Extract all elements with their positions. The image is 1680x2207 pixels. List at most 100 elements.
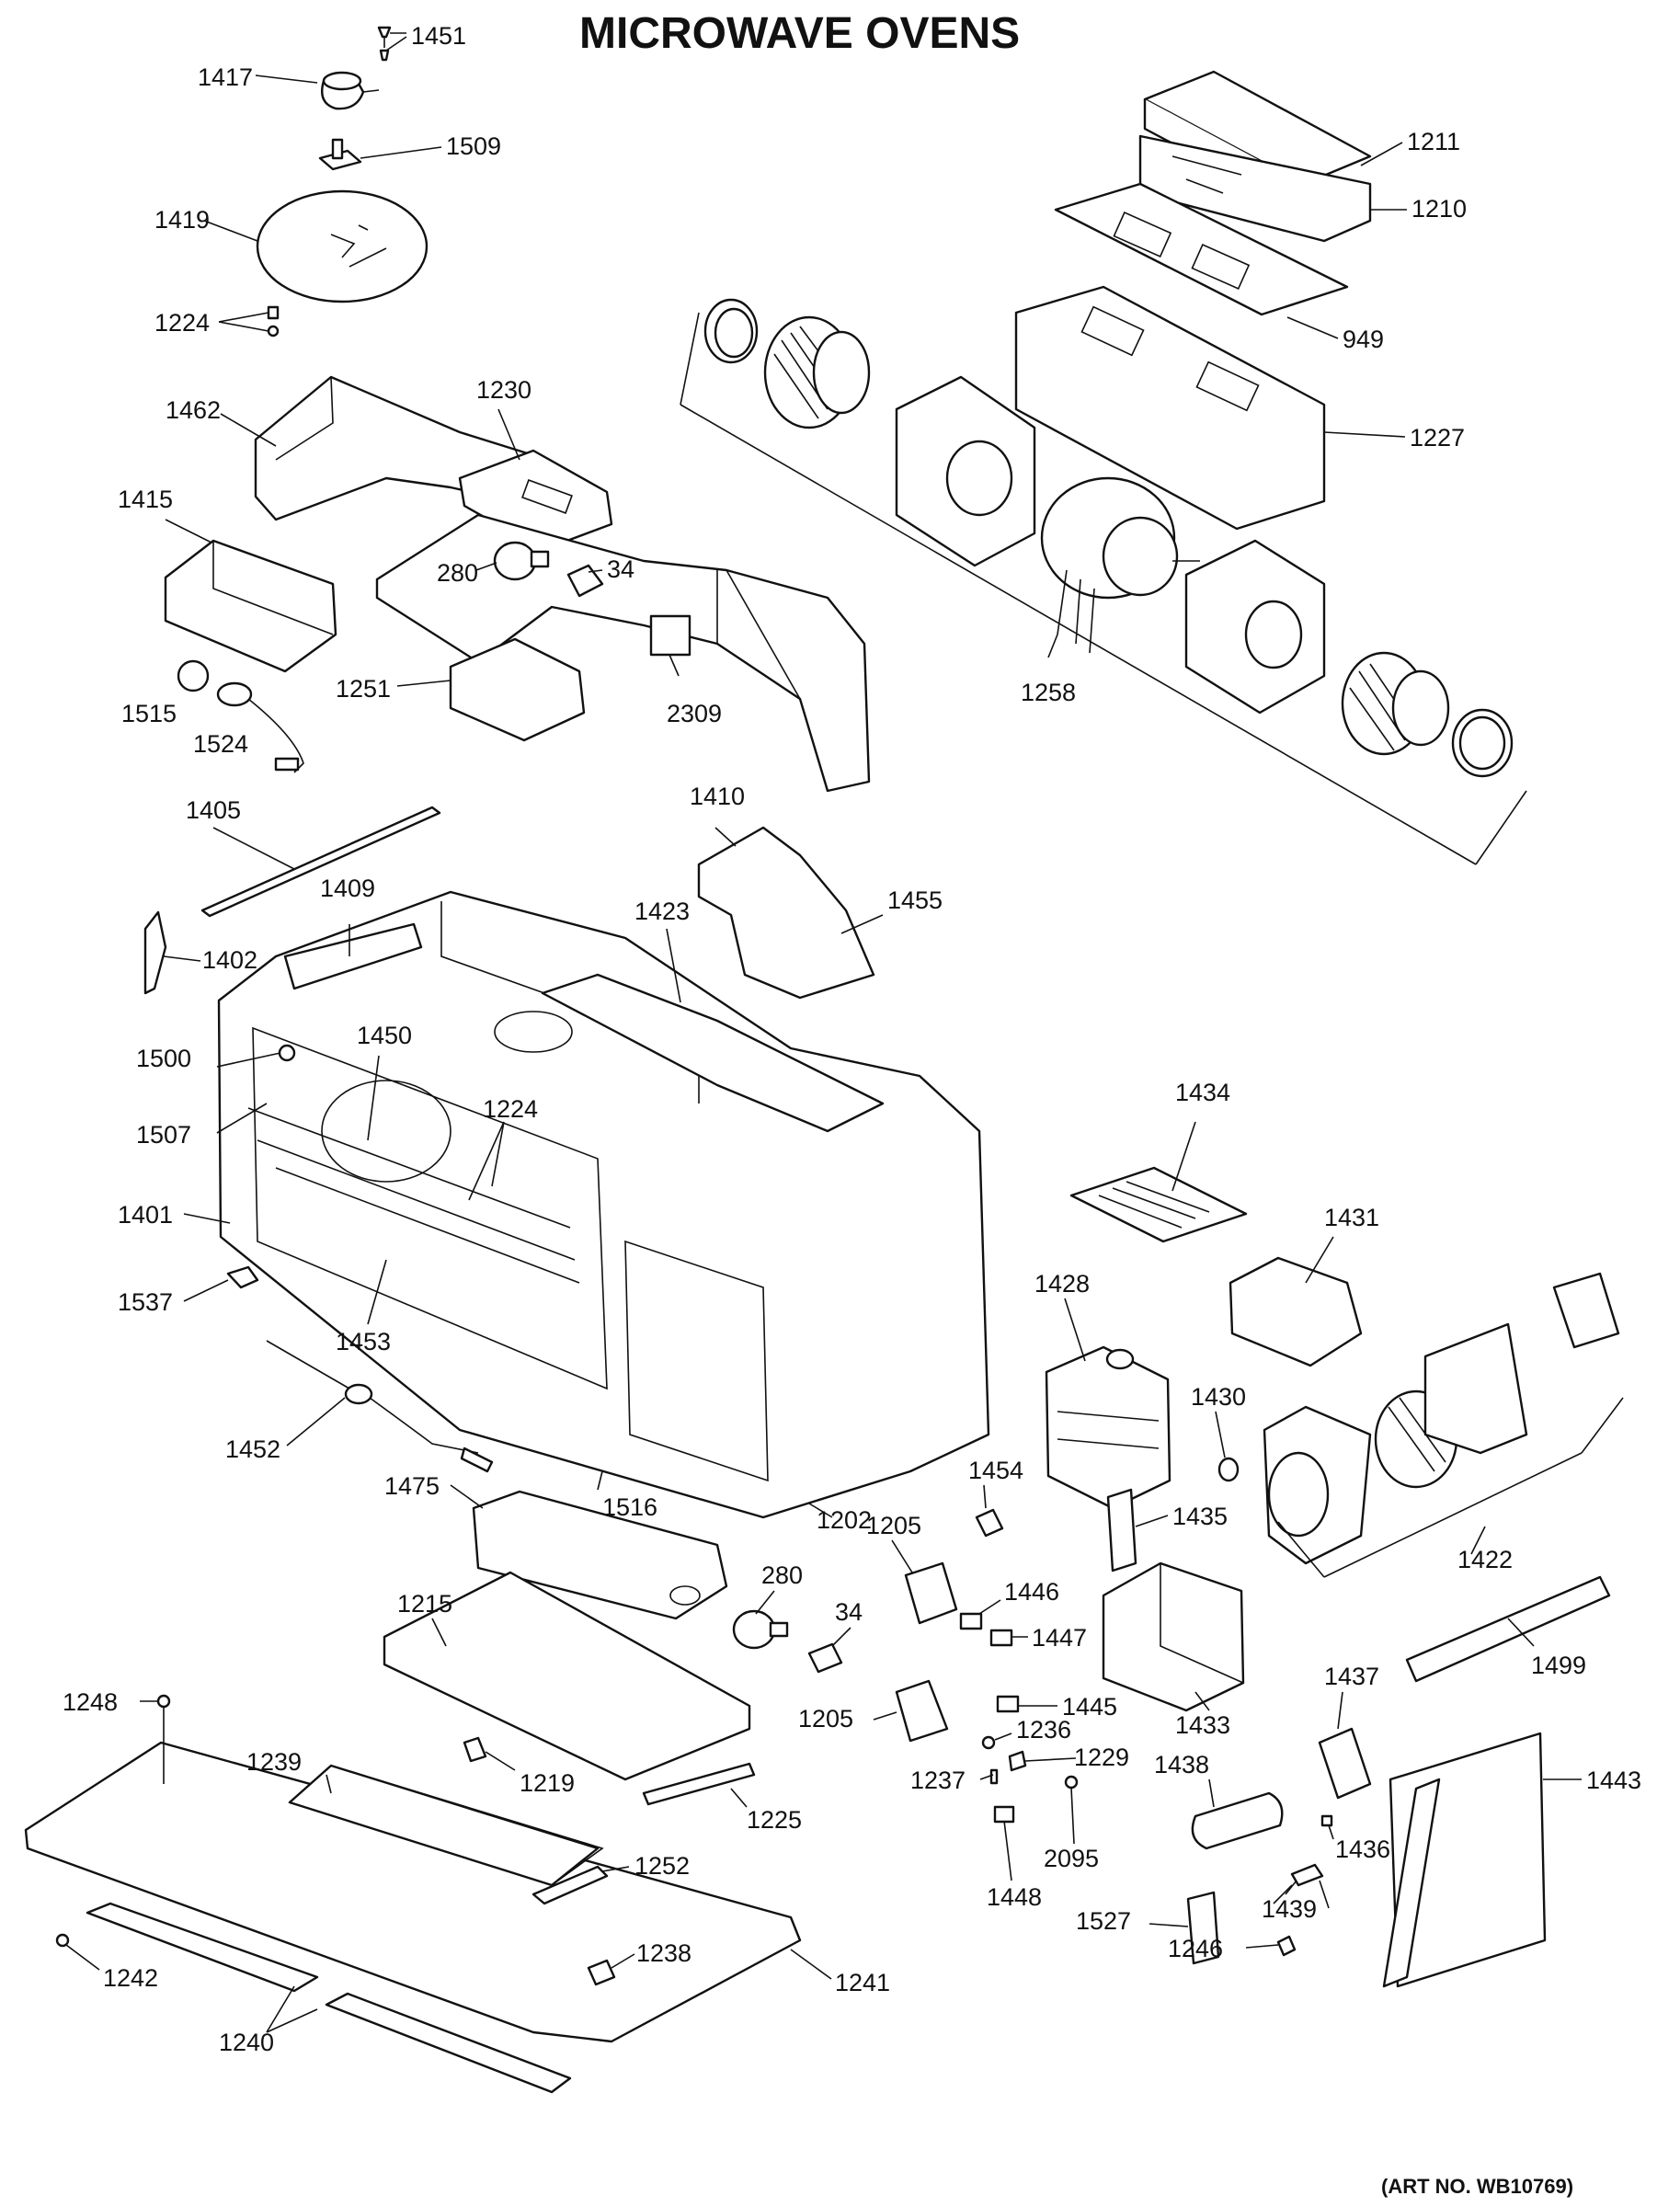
callout-1227: 1227 (1410, 424, 1465, 452)
screws-1451[interactable] (377, 26, 392, 62)
duct-1227[interactable] (1014, 285, 1326, 531)
cover-1423[interactable] (541, 973, 885, 1133)
callout-280-lower: 280 (761, 1561, 803, 1589)
callout-1524: 1524 (193, 730, 248, 758)
strip-1225[interactable] (642, 1762, 756, 1806)
callout-1445: 1445 (1062, 1693, 1117, 1721)
sensor-probe-1452[interactable] (266, 1340, 494, 1473)
switch-1446[interactable] (959, 1612, 983, 1630)
callout-34-top: 34 (607, 555, 634, 583)
screw-1242[interactable] (55, 1933, 70, 1948)
capacitor-1438[interactable] (1191, 1791, 1284, 1850)
part-1236[interactable] (981, 1735, 996, 1750)
latch-1238[interactable] (587, 1959, 616, 1986)
callout-1438: 1438 (1154, 1751, 1209, 1778)
cover-1475[interactable] (472, 1490, 728, 1620)
callout-1238: 1238 (636, 1939, 691, 1967)
callout-1224-cavity: 1224 (483, 1095, 538, 1123)
plate-949[interactable] (1054, 182, 1349, 316)
callout-1229: 1229 (1074, 1744, 1129, 1771)
blower-wheel-left[interactable] (763, 315, 871, 429)
callout-1237: 1237 (910, 1767, 966, 1794)
clip-1252[interactable] (531, 1865, 609, 1905)
callout-1202: 1202 (817, 1506, 872, 1534)
fan-assembly-1422[interactable] (1263, 1272, 1620, 1565)
switch-1515[interactable] (177, 659, 210, 692)
callout-1409: 1409 (320, 875, 375, 902)
blower-housing-left[interactable] (895, 375, 1036, 567)
callout-1454: 1454 (968, 1457, 1023, 1484)
bracket-1409[interactable] (283, 922, 423, 990)
lamp-socket-34[interactable] (566, 564, 604, 598)
cover-1230[interactable] (458, 449, 613, 552)
fuse-1430[interactable] (1217, 1457, 1240, 1482)
panel-1443[interactable] (1382, 1732, 1547, 1988)
callout-1452: 1452 (225, 1435, 280, 1463)
blower-housing-right[interactable] (1184, 539, 1326, 715)
fan-bracket-bottom (1323, 1452, 1583, 1578)
grommet-1219[interactable] (463, 1736, 487, 1763)
part-1237[interactable] (989, 1768, 999, 1785)
fuse-holder-1454[interactable] (975, 1508, 1004, 1538)
callout-1252: 1252 (634, 1852, 690, 1880)
callout-1439: 1439 (1262, 1895, 1317, 1923)
transformer-1433[interactable] (1102, 1561, 1245, 1712)
switch-1448[interactable] (993, 1805, 1015, 1824)
callout-1405: 1405 (186, 796, 241, 824)
lamp-housing-1415[interactable] (164, 539, 337, 673)
roller-1224[interactable] (267, 305, 280, 337)
callout-1475: 1475 (384, 1472, 440, 1500)
switch-1445[interactable] (996, 1695, 1020, 1713)
callout-1462: 1462 (166, 396, 221, 424)
ring-left[interactable] (703, 298, 759, 364)
filter-1240[interactable] (86, 1902, 572, 2094)
callout-1422: 1422 (1457, 1546, 1513, 1573)
screw-1246[interactable] (1276, 1935, 1297, 1957)
callout-1205-lower: 1205 (798, 1705, 853, 1732)
callout-1415: 1415 (118, 486, 173, 513)
screw-2095[interactable] (1064, 1775, 1079, 1790)
magnetron-1428[interactable] (1045, 1345, 1171, 1510)
switch-holder-1205b[interactable] (895, 1679, 949, 1743)
bracket-1435[interactable] (1106, 1488, 1137, 1572)
callout-280-top: 280 (437, 559, 478, 587)
rod-1405[interactable] (200, 806, 441, 918)
turntable-motor-1417[interactable] (320, 71, 380, 110)
screw-1500[interactable] (278, 1044, 296, 1062)
tray-1215[interactable] (383, 1571, 751, 1781)
bracket-line-right (1475, 790, 1527, 865)
callout-949: 949 (1343, 326, 1384, 353)
callout-1224-top: 1224 (154, 309, 210, 337)
terminal-block-1524[interactable] (216, 681, 304, 773)
lamp-280[interactable] (493, 541, 550, 581)
callout-1428: 1428 (1034, 1270, 1090, 1298)
callout-2095: 2095 (1044, 1845, 1099, 1872)
latch-1537[interactable] (226, 1265, 259, 1289)
coupling-1509[interactable] (318, 138, 362, 171)
duct-1431[interactable] (1229, 1256, 1363, 1367)
callout-1240: 1240 (219, 2029, 274, 2056)
part-1436[interactable] (1320, 1814, 1333, 1827)
ring-right[interactable] (1451, 708, 1514, 778)
stirrer-1450[interactable] (321, 1080, 451, 1183)
relay-2309[interactable] (649, 614, 691, 657)
actuator-1499[interactable] (1405, 1575, 1611, 1683)
switch-1447[interactable] (989, 1629, 1013, 1647)
switch-holder-1205a[interactable] (904, 1561, 958, 1625)
bracket-1437[interactable] (1318, 1727, 1372, 1800)
bracket-1402[interactable] (143, 910, 167, 995)
bracket-1527[interactable] (1186, 1891, 1220, 1965)
duct-1410[interactable] (697, 826, 875, 1000)
fan-bracket-right (1581, 1397, 1624, 1454)
vent-motor-1258[interactable] (1040, 476, 1200, 654)
grille-1434[interactable] (1069, 1166, 1248, 1243)
blower-wheel-right[interactable] (1341, 651, 1450, 756)
glass-1239[interactable] (288, 1764, 600, 1887)
turntable-plate-1419[interactable] (256, 189, 429, 303)
callout-1419: 1419 (154, 206, 210, 234)
part-1229[interactable] (1008, 1750, 1027, 1772)
box-1251[interactable] (449, 637, 586, 742)
socket-34-lower[interactable] (807, 1642, 843, 1674)
callout-1453: 1453 (336, 1328, 391, 1355)
lamp-280-lower[interactable] (732, 1609, 789, 1650)
